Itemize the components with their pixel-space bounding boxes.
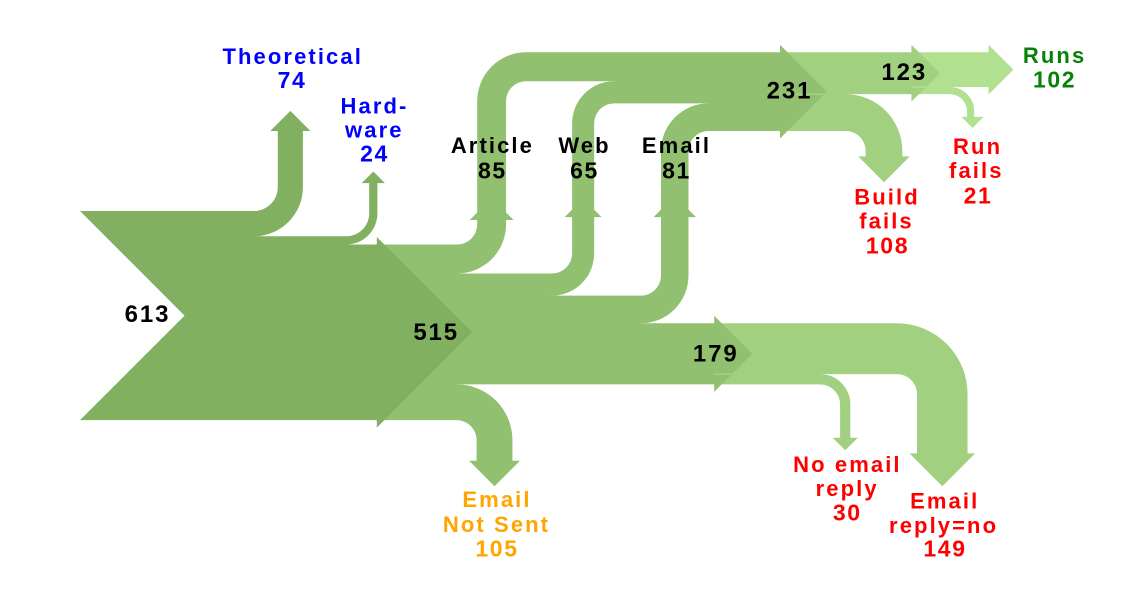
svg-text:74: 74	[278, 67, 307, 93]
svg-text:Email: Email	[642, 133, 711, 158]
svg-text:Runs: Runs	[1023, 43, 1086, 68]
svg-text:Article: Article	[451, 133, 534, 158]
svg-text:Build: Build	[854, 185, 920, 210]
svg-text:123: 123	[881, 59, 927, 86]
svg-text:102: 102	[1033, 67, 1076, 93]
svg-text:Email: Email	[462, 487, 531, 512]
svg-text:Hard-: Hard-	[341, 94, 409, 119]
svg-text:21: 21	[964, 183, 993, 209]
svg-text:108: 108	[866, 233, 909, 259]
svg-text:613: 613	[125, 301, 171, 328]
svg-text:fails: fails	[949, 158, 1004, 183]
svg-text:Theoretical: Theoretical	[222, 44, 362, 69]
svg-text:30: 30	[833, 499, 862, 525]
svg-text:Web: Web	[558, 133, 610, 158]
svg-text:179: 179	[693, 340, 739, 367]
svg-text:85: 85	[478, 157, 507, 183]
svg-text:231: 231	[767, 78, 813, 105]
svg-text:No email: No email	[793, 452, 902, 477]
svg-text:24: 24	[360, 140, 389, 166]
svg-text:65: 65	[570, 157, 599, 183]
svg-text:reply: reply	[816, 476, 879, 501]
svg-text:105: 105	[475, 535, 518, 561]
svg-text:reply=no: reply=no	[889, 513, 998, 538]
svg-text:515: 515	[413, 319, 459, 346]
svg-text:fails: fails	[859, 208, 914, 233]
svg-text:Not Sent: Not Sent	[443, 512, 550, 537]
svg-text:Run: Run	[953, 134, 1002, 159]
svg-text:ware: ware	[344, 118, 404, 143]
svg-text:149: 149	[923, 536, 966, 562]
svg-text:81: 81	[662, 157, 691, 183]
svg-text:Email: Email	[910, 488, 979, 513]
